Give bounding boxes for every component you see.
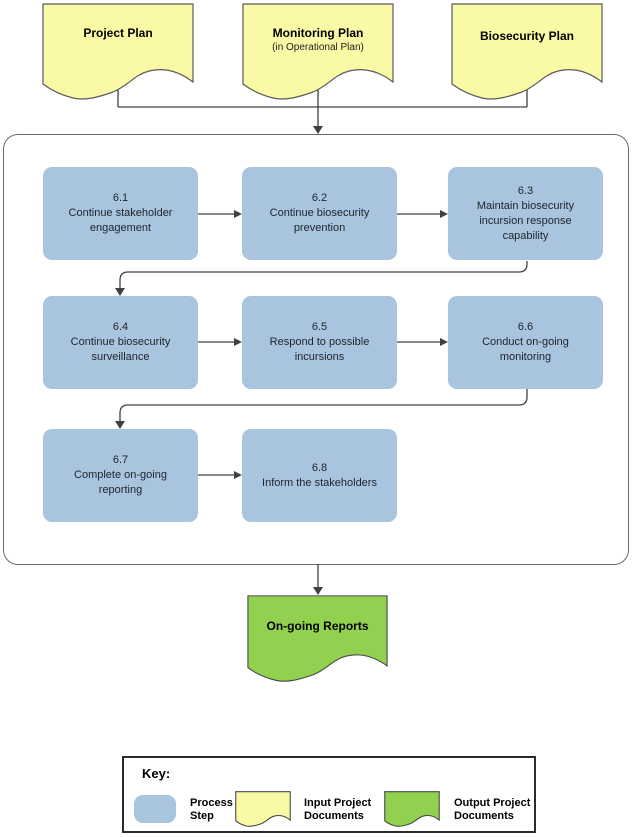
step-number: 6.7 — [112, 454, 129, 466]
process-step-6-8: 6.8 Inform the stakeholders — [242, 429, 397, 522]
input-doc-project-plan: Project Plan — [42, 3, 194, 101]
arrowhead-6-8 — [234, 471, 242, 479]
arrowhead-6-7 — [115, 421, 125, 429]
step-label: Maintain biosecurity incursion response … — [476, 199, 575, 242]
doc-title: On-going Reports — [266, 619, 369, 633]
process-step-6-2: 6.2 Continue biosecurity prevention — [242, 167, 397, 260]
step-number: 6.2 — [311, 192, 328, 204]
document-shape — [247, 595, 388, 682]
step-number: 6.8 — [311, 461, 328, 474]
arrowhead-6-5 — [234, 338, 242, 346]
key-swatch-process-step — [134, 795, 176, 823]
process-step-6-7: 6.7 Complete on-going reporting — [43, 429, 198, 522]
process-step-6-6: 6.6 Conduct on-going monitoring — [448, 296, 603, 389]
key-label-process-step: Process Step — [190, 797, 233, 822]
arrowheads — [115, 126, 448, 595]
document-shape — [42, 3, 194, 100]
process-step-6-1: 6.1 Continue stakeholder engagement — [43, 167, 198, 260]
key-label-input-documents: Input Project Documents — [304, 797, 372, 822]
arrowhead-6-4 — [115, 288, 125, 296]
step-number: 6.5 — [311, 321, 328, 333]
step-label: Respond to possible incursions — [269, 336, 370, 363]
key-swatch-input-document — [235, 791, 291, 827]
step-label: Complete on-going reporting — [74, 469, 167, 496]
step-number: 6.6 — [517, 321, 534, 333]
arrowhead-6-3 — [440, 210, 448, 218]
document-shape — [384, 791, 440, 827]
step-label: Continue stakeholder engagement — [68, 207, 173, 234]
input-doc-biosecurity-plan: Biosecurity Plan — [451, 3, 603, 101]
arrowhead-6-2 — [234, 210, 242, 218]
step-label: Conduct on-going monitoring — [482, 336, 569, 363]
process-step-6-4: 6.4 Continue biosecurity surveillance — [43, 296, 198, 389]
step-number: 6.3 — [517, 184, 534, 197]
elbow-6-6-to-6-7 — [119, 388, 528, 421]
doc-title: Biosecurity Plan — [479, 29, 575, 43]
key-box: Key: Process Step Input Project Document… — [122, 756, 536, 833]
step-number: 6.1 — [112, 192, 129, 204]
doc-title: Monitoring Plan — [272, 26, 364, 40]
key-swatch-output-document — [384, 791, 440, 827]
arrowhead-into-container — [313, 126, 323, 134]
key-title: Key: — [142, 766, 171, 781]
step-label: Continue biosecurity prevention — [269, 207, 370, 234]
doc-subtitle: (in Operational Plan) — [272, 42, 364, 53]
connector-lines — [117, 78, 528, 587]
input-doc-monitoring-plan: Monitoring Plan (in Operational Plan) — [242, 3, 394, 101]
arrowhead-into-reports — [313, 587, 323, 595]
step-label: Inform the stakeholders — [262, 476, 377, 489]
key-label-output-documents: Output Project Documents — [454, 797, 531, 822]
document-shape — [235, 791, 291, 827]
step-number: 6.4 — [112, 321, 129, 333]
process-step-6-3: 6.3 Maintain biosecurity incursion respo… — [448, 167, 603, 260]
output-doc-ongoing-reports: On-going Reports — [247, 595, 388, 683]
elbow-6-3-to-6-4 — [119, 261, 528, 288]
document-shape — [242, 3, 394, 100]
doc-title: Project Plan — [83, 26, 153, 40]
step-label: Continue biosecurity surveillance — [70, 336, 171, 363]
process-step-6-5: 6.5 Respond to possible incursions — [242, 296, 397, 389]
document-shape — [451, 3, 603, 100]
arrowhead-6-6 — [440, 338, 448, 346]
